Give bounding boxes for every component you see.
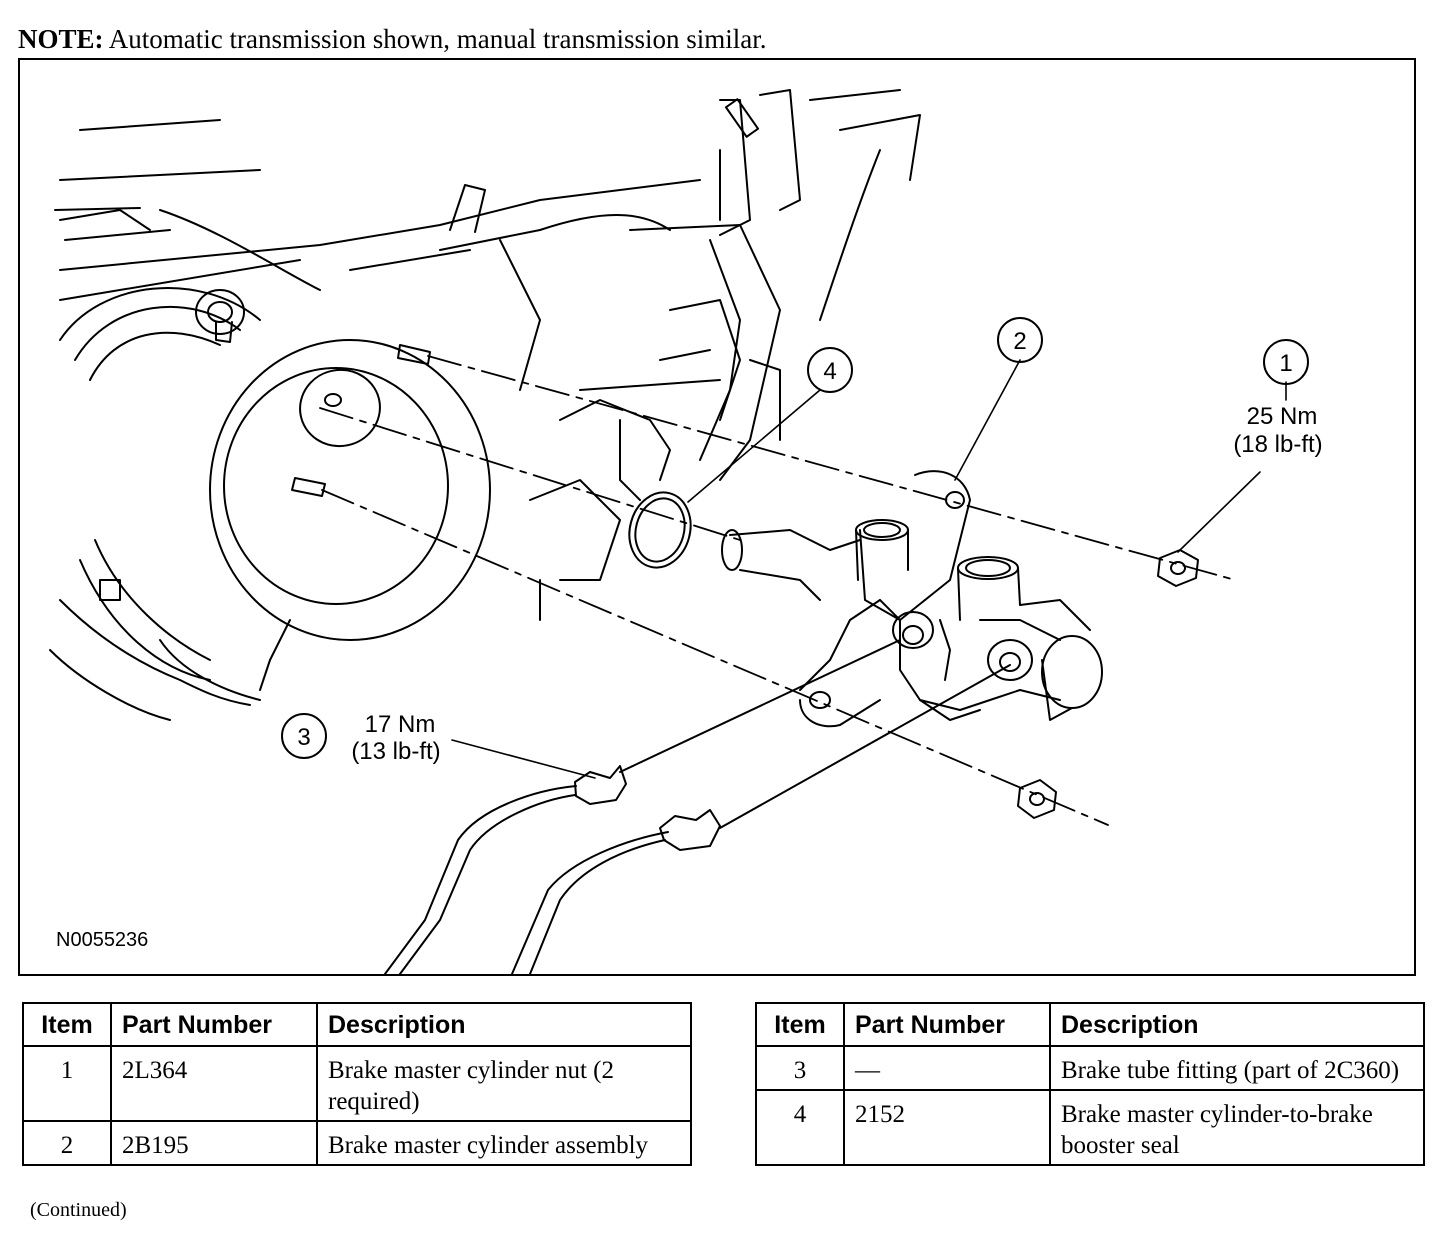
part-number-cell: — (843, 1045, 1051, 1091)
callout-2-number: 2 (1013, 328, 1026, 355)
column-header-item: Item (22, 1002, 112, 1047)
callout-4-number: 4 (823, 358, 836, 385)
callout-1-torque-lbft: (18 lb-ft) (1233, 431, 1322, 458)
description-cell: Brake tube fitting (part of 2C360) (1049, 1045, 1425, 1091)
callout-1-circle (1263, 339, 1309, 385)
brake-booster (49, 209, 491, 721)
item-cell: 4 (755, 1089, 845, 1166)
booster-seal-ring (628, 491, 692, 569)
callout-1-number: 1 (1279, 350, 1292, 377)
brake-master-cylinder (721, 470, 1103, 728)
column-header-description: Description (316, 1002, 692, 1047)
description-cell: Brake master cylinder assembly (316, 1120, 692, 1166)
part-number-cell: 2152 (843, 1089, 1051, 1166)
note-label: NOTE: (18, 24, 104, 54)
alignment-centerlines (319, 355, 1236, 826)
column-header-description: Description (1049, 1002, 1425, 1047)
callout-2-circle (997, 317, 1043, 363)
callout-1-torque-nm: 25 Nm (1247, 403, 1318, 430)
parts-table-left: Item Part Number Description 1 2L364 Bra… (22, 1002, 692, 1166)
callout-3-torque-nm: 17 Nm (365, 711, 436, 738)
engine-bay-structure (54, 89, 921, 621)
item-cell: 2 (22, 1120, 112, 1166)
description-cell: Brake master cylinder-to-brake booster s… (1049, 1089, 1425, 1166)
brake-tubes (384, 639, 1011, 974)
item-cell: 1 (22, 1045, 112, 1122)
callout-4-circle (807, 347, 853, 393)
parts-table-right: Item Part Number Description 3 — Brake t… (755, 1002, 1425, 1166)
master-cylinder-line-drawing: 1 2 3 4 25 Nm (18 lb-ft) 17 Nm (13 lb-ft… (49, 89, 1323, 974)
item-cell: 3 (755, 1045, 845, 1091)
table-row: 3 — Brake tube fitting (part of 2C360) (755, 1045, 1425, 1091)
figure-id-label: N0055236 (56, 929, 148, 951)
continued-footer: (Continued) (30, 1199, 127, 1221)
description-cell: Brake master cylinder nut (2 required) (316, 1045, 692, 1122)
callout-circles (281, 317, 1309, 759)
callout-leaders (451, 359, 1287, 779)
column-header-part-number: Part Number (110, 1002, 318, 1047)
exploded-view-illustration: 1 2 3 4 25 Nm (18 lb-ft) 17 Nm (13 lb-ft… (18, 58, 1416, 976)
callout-3-torque-lbft: (13 lb-ft) (351, 738, 440, 765)
callout-3-circle (281, 713, 327, 759)
installation-note: NOTE: Automatic transmission shown, manu… (18, 22, 766, 56)
table-row: 1 2L364 Brake master cylinder nut (2 req… (22, 1045, 692, 1122)
table-header-row: Item Part Number Description (22, 1002, 692, 1047)
callout-3-number: 3 (297, 724, 310, 751)
booster-studs (195, 289, 431, 497)
part-number-cell: 2L364 (110, 1045, 318, 1122)
table-row: 2 2B195 Brake master cylinder assembly (22, 1120, 692, 1166)
table-header-row: Item Part Number Description (755, 1002, 1425, 1047)
column-header-item: Item (755, 1002, 845, 1047)
table-row: 4 2152 Brake master cylinder-to-brake bo… (755, 1089, 1425, 1166)
part-number-cell: 2B195 (110, 1120, 318, 1166)
note-text: Automatic transmission shown, manual tra… (103, 24, 767, 54)
column-header-part-number: Part Number (843, 1002, 1051, 1047)
